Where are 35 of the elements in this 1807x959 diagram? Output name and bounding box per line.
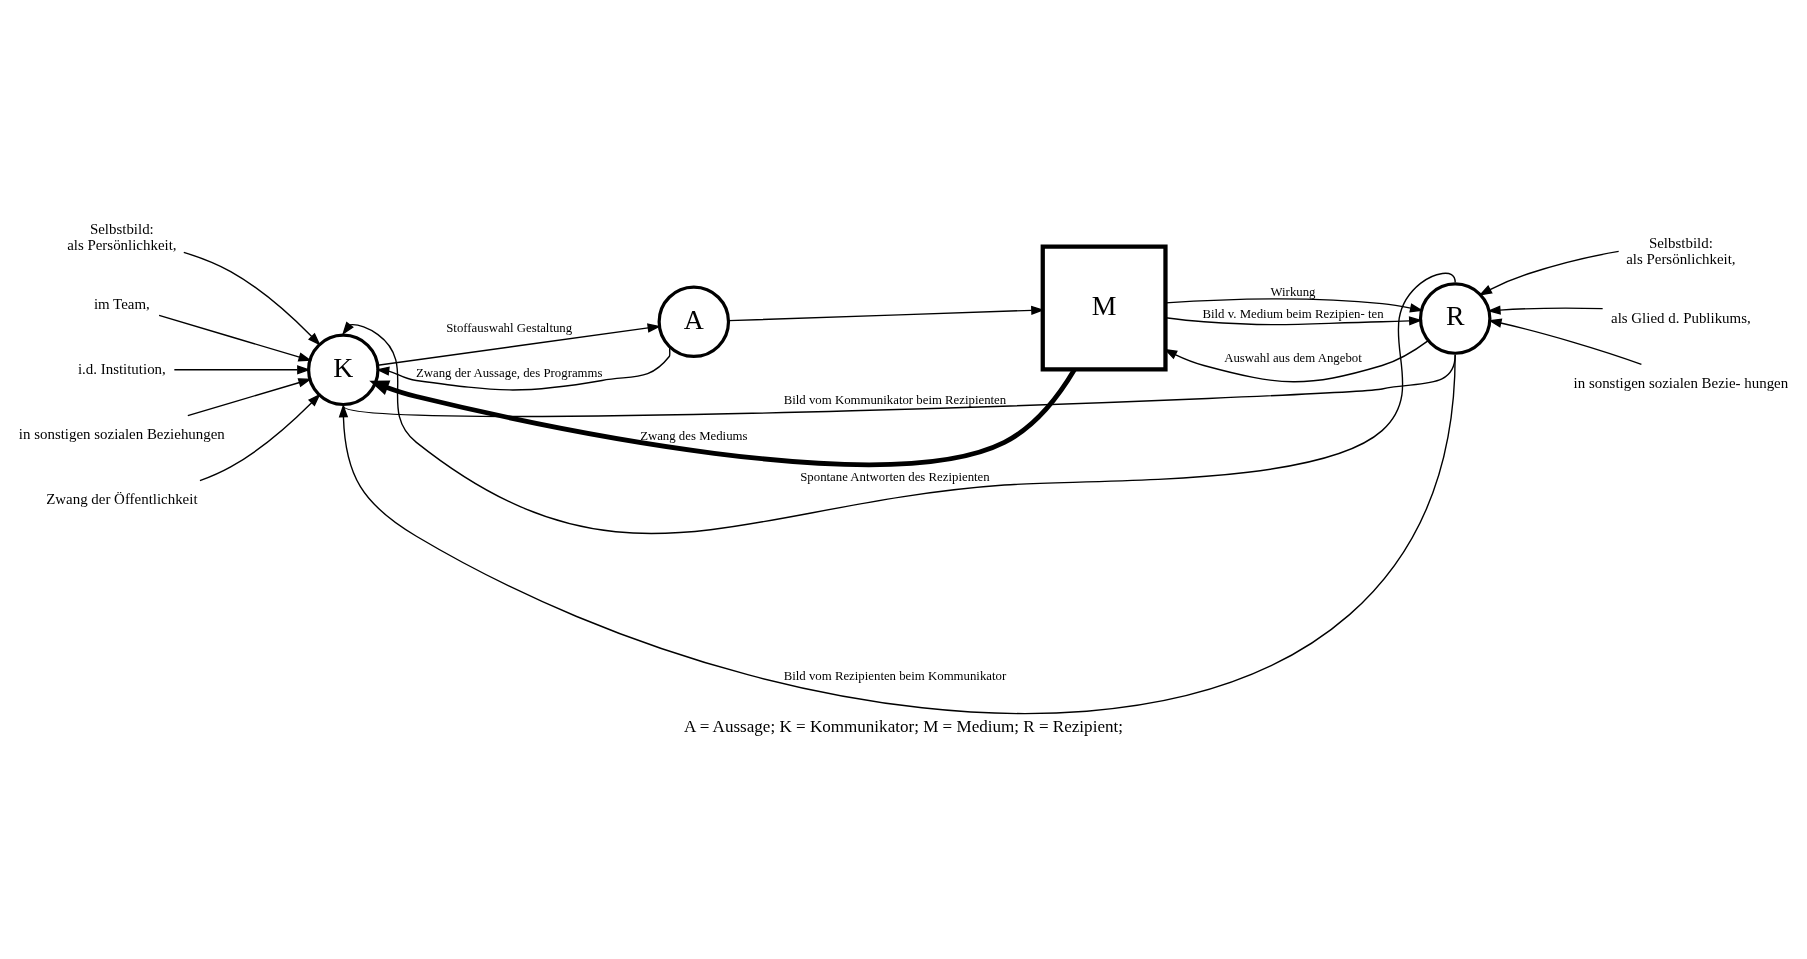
node-text: im Team, — [93, 295, 150, 312]
arrow — [1164, 297, 1424, 313]
arrow — [1487, 304, 1604, 315]
arrow — [342, 272, 1456, 534]
arrow — [1488, 318, 1643, 365]
arrow — [173, 364, 311, 374]
node-text: Zwang der Öffentlichkeit — [46, 490, 198, 507]
arrow — [375, 345, 672, 391]
node-text: i.d. Institution, — [77, 360, 166, 377]
edge-label: Bild vom Kommunikator beim Rezipienten — [783, 392, 1007, 407]
edge-label: Bild v. Medium beim Rezipien- ten — [1202, 306, 1384, 321]
edge-label: Wirkung — [1270, 284, 1316, 299]
arrow — [1478, 250, 1620, 296]
node-text: in sonstigen sozialen Beziehungen — [18, 425, 225, 442]
arrow — [199, 393, 321, 481]
node-text: in sonstigen sozialen Bezie- hungen — [1573, 374, 1789, 391]
node-box: M — [1040, 243, 1168, 371]
node-text: als Glied d. Publikums, — [1611, 309, 1751, 326]
arrow — [369, 367, 1077, 467]
edge-label: Bild vom Rezipienten beim Kommunikator — [783, 668, 1007, 683]
arrow — [158, 314, 312, 361]
arrow — [377, 322, 661, 366]
caption: A = Aussage; K = Kommunikator; M = Medium; R = Rezipient; — [684, 716, 1123, 736]
edge-label: Zwang der Aussage, des Programms — [415, 365, 603, 380]
node-circle: A — [657, 285, 731, 358]
edge-label: Stoffauswahl Gestaltung — [446, 320, 573, 335]
node-text: Selbstbild: als Persönlichkeit, — [1626, 234, 1736, 267]
edge-label: Spontane Antworten des Rezipienten — [800, 469, 990, 484]
node-text: Selbstbild: als Persönlichkeit, — [67, 220, 177, 253]
arrow — [338, 353, 1456, 713]
edge-label: Zwang des Mediums — [640, 428, 748, 443]
edge-label: Auswahl aus dem Angebot — [1224, 350, 1362, 365]
arrow — [1164, 315, 1423, 326]
arrow — [183, 251, 321, 346]
arrow — [187, 377, 312, 416]
